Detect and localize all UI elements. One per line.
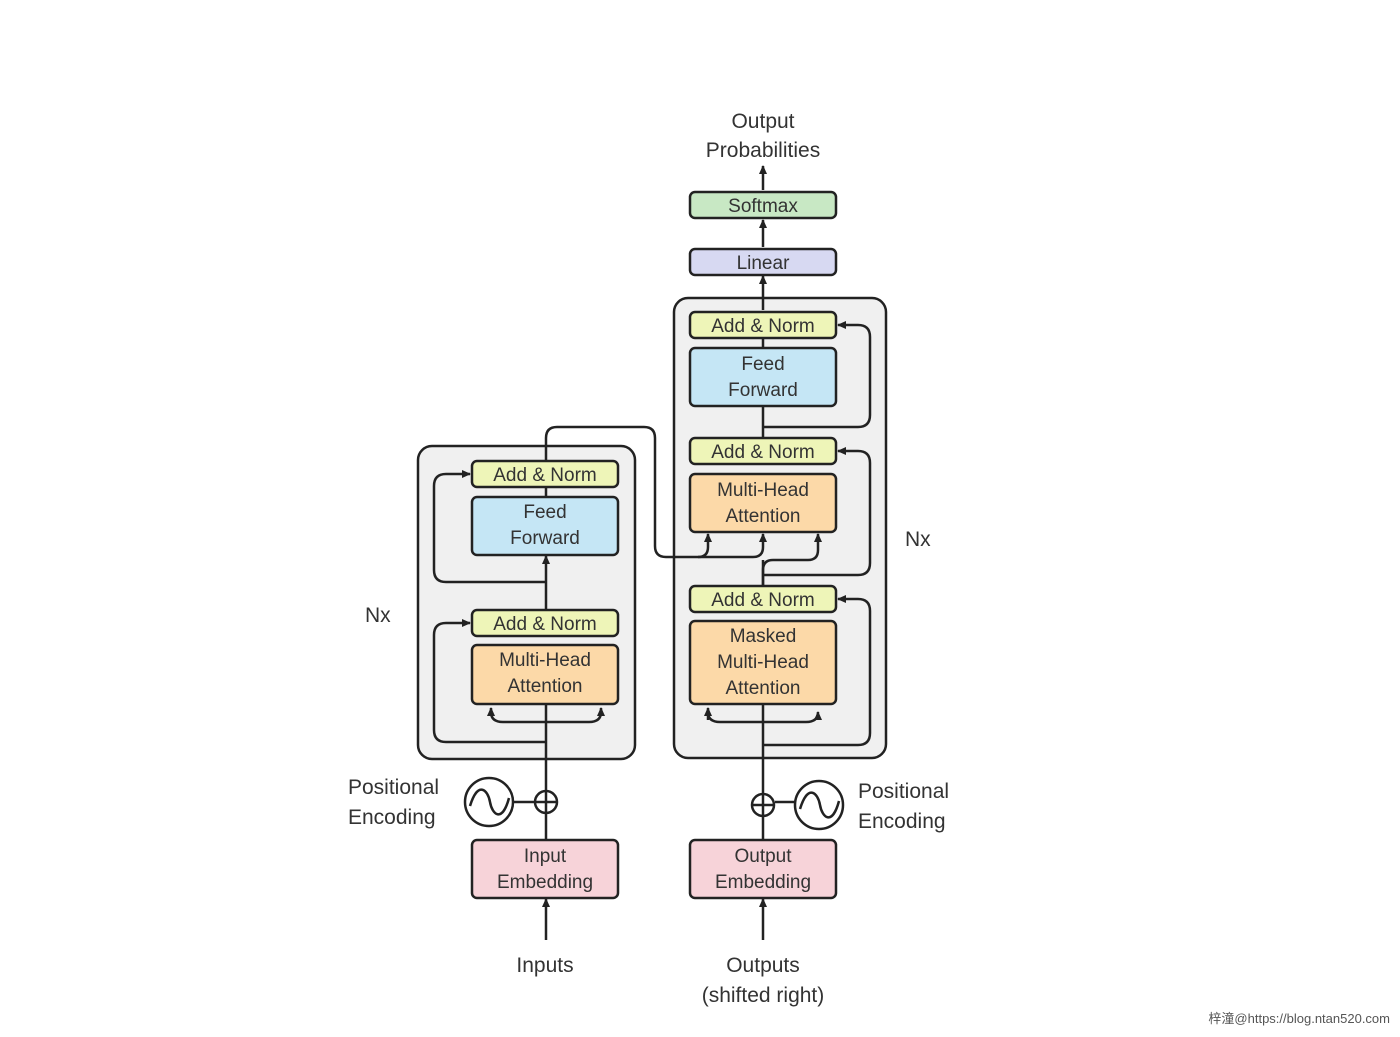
inputs-label: Inputs: [516, 954, 573, 977]
decoder-nx-label: Nx: [905, 528, 931, 551]
softmax-box: [688, 190, 838, 220]
decoder-add-norm-2-label: Add & Norm: [711, 442, 814, 463]
masked-multi-head-attention: [688, 619, 838, 706]
decoder-multi-head-attention: [688, 472, 838, 534]
linear-box: [688, 247, 838, 277]
encoder-feed-forward: [470, 495, 620, 557]
decoder-feed-forward: [688, 346, 838, 408]
encoder-add-norm-1: [470, 608, 620, 638]
encoder-add-icon: [533, 789, 559, 815]
decoder-add-norm-2: [688, 436, 838, 466]
decoder-add-norm-3-label: Add & Norm: [711, 316, 814, 337]
connections: [432, 165, 872, 940]
encoder-multi-head-attention: [470, 643, 620, 706]
decoder-add-norm-1-label: Add & Norm: [711, 590, 814, 611]
outputs-label: Outputs(shifted right): [702, 954, 825, 1007]
encoder-add-norm-1-label: Add & Norm: [493, 614, 596, 635]
watermark: 梓潼@https://blog.ntan520.com: [1208, 1011, 1390, 1026]
encoder-add-norm-2: [470, 459, 620, 489]
encoder-nx-label: Nx: [365, 604, 391, 627]
output-embedding-box: [688, 838, 838, 900]
decoder-add-norm-1: [688, 584, 838, 614]
encoder-add-norm-2-label: Add & Norm: [493, 465, 596, 486]
decoder-add-norm-3: [688, 310, 838, 340]
encoder-positional-encoding-icon: [463, 776, 515, 828]
softmax-label: Softmax: [728, 196, 798, 217]
decoder-add-icon: [750, 792, 776, 818]
linear-label: Linear: [737, 253, 790, 274]
encoder-stack: [416, 444, 637, 761]
decoder-positional-encoding-icon: [793, 779, 845, 831]
input-embedding-box: [470, 838, 620, 900]
